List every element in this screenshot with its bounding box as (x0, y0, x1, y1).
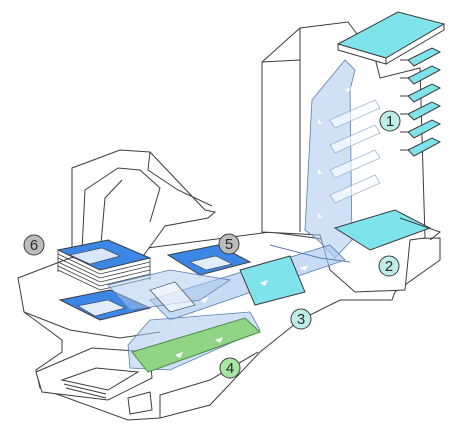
callout-1: 1 (379, 110, 401, 132)
tray-slots (407, 47, 442, 157)
callout-6-circle (23, 234, 45, 256)
insert-tray (35, 347, 153, 415)
callout-4: 4 (219, 357, 241, 379)
callout-5: 5 (218, 233, 240, 255)
callout-3-circle (290, 308, 312, 330)
callout-4-circle (219, 357, 241, 379)
callout-5-circle (218, 233, 240, 255)
envelope-stack (56, 239, 252, 321)
callout-2: 2 (378, 255, 400, 277)
callout-3: 3 (290, 308, 312, 330)
insert-path (127, 311, 261, 373)
callout-5-label: 5 (225, 236, 233, 253)
callout-3-label: 3 (297, 311, 305, 328)
transport-path (149, 244, 351, 321)
envelope-feeder-housing (71, 149, 217, 263)
feeder-trays (304, 11, 446, 259)
callout-1-circle (379, 110, 401, 132)
callout-6: 6 (23, 234, 45, 256)
callout-1-label: 1 (386, 113, 394, 130)
callout-6-label: 6 (30, 237, 38, 254)
feed-channel (304, 59, 356, 259)
callout-4-label: 4 (226, 360, 234, 377)
callout-2-circle (378, 255, 400, 277)
callout-2-label: 2 (385, 258, 393, 275)
